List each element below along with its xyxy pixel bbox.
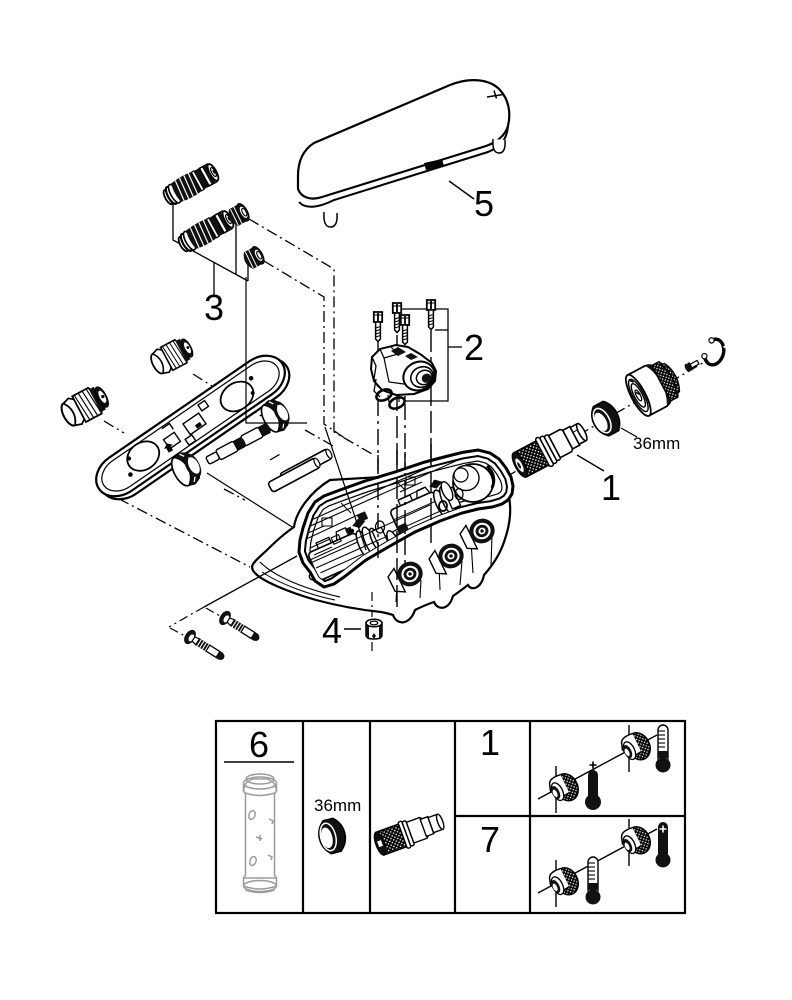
svg-text:4: 4: [322, 610, 342, 651]
svg-text:5: 5: [474, 183, 494, 224]
svg-text:7: 7: [480, 819, 500, 860]
svg-text:1: 1: [601, 467, 621, 508]
svg-text:36mm: 36mm: [314, 796, 361, 815]
svg-text:36mm: 36mm: [633, 434, 680, 453]
svg-text:2: 2: [464, 327, 484, 368]
svg-text:1: 1: [480, 722, 500, 763]
svg-text:3: 3: [204, 287, 224, 328]
svg-text:6: 6: [249, 724, 269, 765]
